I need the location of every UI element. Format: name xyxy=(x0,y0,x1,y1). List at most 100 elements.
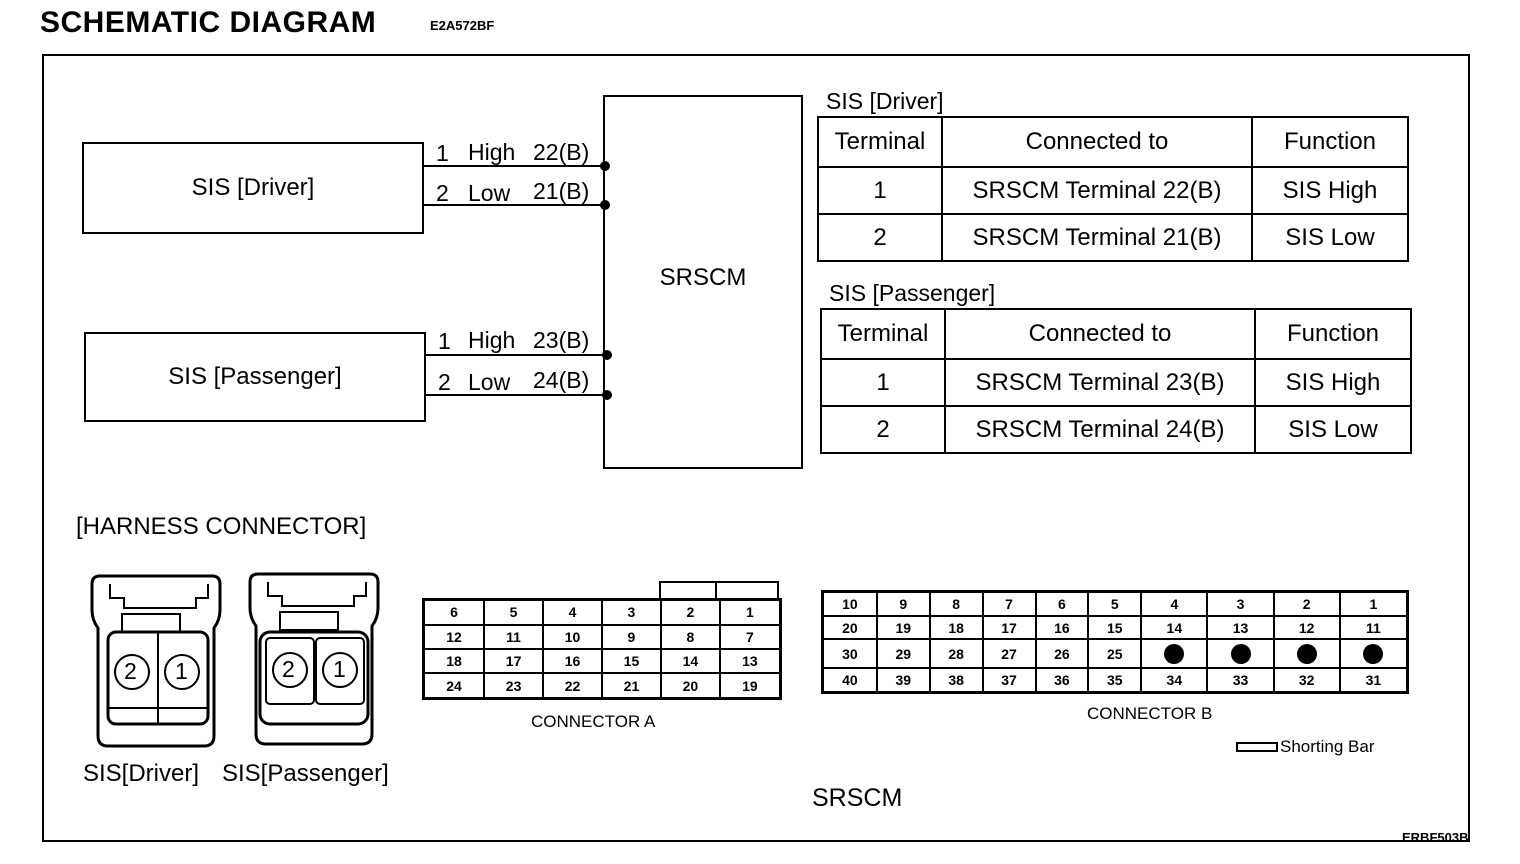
table-cell: 2 xyxy=(817,213,943,262)
table-cell: 1 xyxy=(817,166,943,215)
pin-cell: ● xyxy=(1272,638,1341,670)
pin-cell: 4 xyxy=(542,598,603,626)
pin-cell: 19 xyxy=(718,672,782,700)
shorted-pin-dot: ● xyxy=(1363,643,1384,664)
pin-cell: 6 xyxy=(1034,590,1090,617)
wire-signal: Low xyxy=(468,180,511,206)
pin-cell: 5 xyxy=(1087,590,1143,617)
pin-cell: 8 xyxy=(928,590,984,617)
pin-cell: 3 xyxy=(600,598,662,626)
pin-cell: 24 xyxy=(422,672,486,700)
wire-pin: 1 xyxy=(438,328,451,354)
table-cell: SIS High xyxy=(1254,358,1412,407)
pin-cell: 26 xyxy=(1034,638,1090,670)
wire-terminal: 21(B) xyxy=(533,178,590,204)
figure-code: ERBF503B xyxy=(1402,830,1469,845)
pin-cell: 2 xyxy=(659,598,721,626)
pin-cell: 29 xyxy=(875,638,931,670)
sis-driver-caption: SIS[Driver] xyxy=(83,760,200,787)
pin-cell: 1 xyxy=(1338,590,1409,617)
pin-cell: 13 xyxy=(718,647,782,675)
pin-cell: 20 xyxy=(659,672,721,700)
shorting-bar-symbol xyxy=(1236,742,1278,752)
table-cell: SRSCM Terminal 24(B) xyxy=(944,405,1256,454)
pin-cell: 12 xyxy=(1272,614,1341,641)
pin-cell: 7 xyxy=(981,590,1037,617)
table-cell: SRSCM Terminal 21(B) xyxy=(941,213,1253,262)
table-header: Connected to xyxy=(941,116,1253,168)
pin-cell: 28 xyxy=(928,638,984,670)
pin-cell: 16 xyxy=(542,647,603,675)
pin-cell: 8 xyxy=(659,623,721,651)
pin-cell: 4 xyxy=(1140,590,1209,617)
pin-cell: 21 xyxy=(600,672,662,700)
pin-cell: 31 xyxy=(1338,667,1409,694)
table-cell: 1 xyxy=(820,358,946,407)
pin-cell: 10 xyxy=(821,590,878,617)
pin-cell: 1 xyxy=(718,598,782,626)
table-header: Terminal xyxy=(820,308,946,360)
pin-cell: 11 xyxy=(483,623,545,651)
sis-passenger-box: SIS [Passenger] xyxy=(84,332,426,422)
shorted-pin-dot: ● xyxy=(1296,643,1317,664)
sis-driver-box: SIS [Driver] xyxy=(82,142,424,234)
pin-cell: 22 xyxy=(542,672,603,700)
srscm-caption: SRSCM xyxy=(812,784,903,812)
table-header: Function xyxy=(1254,308,1412,360)
wire-terminal: 22(B) xyxy=(533,139,590,165)
pin-cell: 10 xyxy=(542,623,603,651)
connector-a-key xyxy=(659,581,779,600)
shorting-bar-label: Shorting Bar xyxy=(1280,737,1375,756)
pin-cell: 20 xyxy=(821,614,878,641)
pin-cell: 14 xyxy=(1140,614,1209,641)
pin-cell: 38 xyxy=(928,667,984,694)
harness-connector-title: [HARNESS CONNECTOR] xyxy=(76,513,367,540)
connector-pin-label: 1 xyxy=(175,658,188,684)
pin-cell: 30 xyxy=(821,638,878,670)
pin-cell: 2 xyxy=(1272,590,1341,617)
pin-cell: 6 xyxy=(422,598,486,626)
srscm-box: SRSCM xyxy=(603,95,803,469)
pin-cell: 16 xyxy=(1034,614,1090,641)
diagram-frame xyxy=(42,54,1470,842)
wire-pin: 2 xyxy=(436,180,449,206)
pin-cell: 9 xyxy=(875,590,931,617)
table-cell: 2 xyxy=(820,405,946,454)
table-cell: SRSCM Terminal 23(B) xyxy=(944,358,1256,407)
wire-pin: 2 xyxy=(438,369,451,395)
pin-cell: 3 xyxy=(1206,590,1275,617)
pin-cell: 37 xyxy=(981,667,1037,694)
wire-signal: High xyxy=(468,327,516,353)
pin-cell: 15 xyxy=(1087,614,1143,641)
pin-cell: 5 xyxy=(483,598,545,626)
document-code: E2A572BF xyxy=(430,18,495,33)
pin-cell: 35 xyxy=(1087,667,1143,694)
pin-cell: 15 xyxy=(600,647,662,675)
passenger-terminal-table: Terminal Connected to Function 1 SRSCM T… xyxy=(820,308,1412,454)
wire-signal: Low xyxy=(468,369,511,395)
shorted-pin-dot: ● xyxy=(1230,643,1251,664)
connector-a-caption: CONNECTOR A xyxy=(531,712,656,731)
table-cell: SIS Low xyxy=(1251,213,1409,262)
driver-terminal-table: Terminal Connected to Function 1 SRSCM T… xyxy=(817,116,1409,262)
table-cell: SRSCM Terminal 22(B) xyxy=(941,166,1253,215)
wire-signal: High xyxy=(468,139,516,165)
srscm-label: SRSCM xyxy=(659,264,747,291)
table-header: Terminal xyxy=(817,116,943,168)
table-header: Connected to xyxy=(944,308,1256,360)
pin-cell: 33 xyxy=(1206,667,1275,694)
pin-cell: ● xyxy=(1338,638,1409,670)
connector-pin-label: 2 xyxy=(124,658,137,684)
table-cell: SIS Low xyxy=(1254,405,1412,454)
pin-cell: 13 xyxy=(1206,614,1275,641)
pin-cell: 19 xyxy=(875,614,931,641)
pin-cell: 17 xyxy=(483,647,545,675)
